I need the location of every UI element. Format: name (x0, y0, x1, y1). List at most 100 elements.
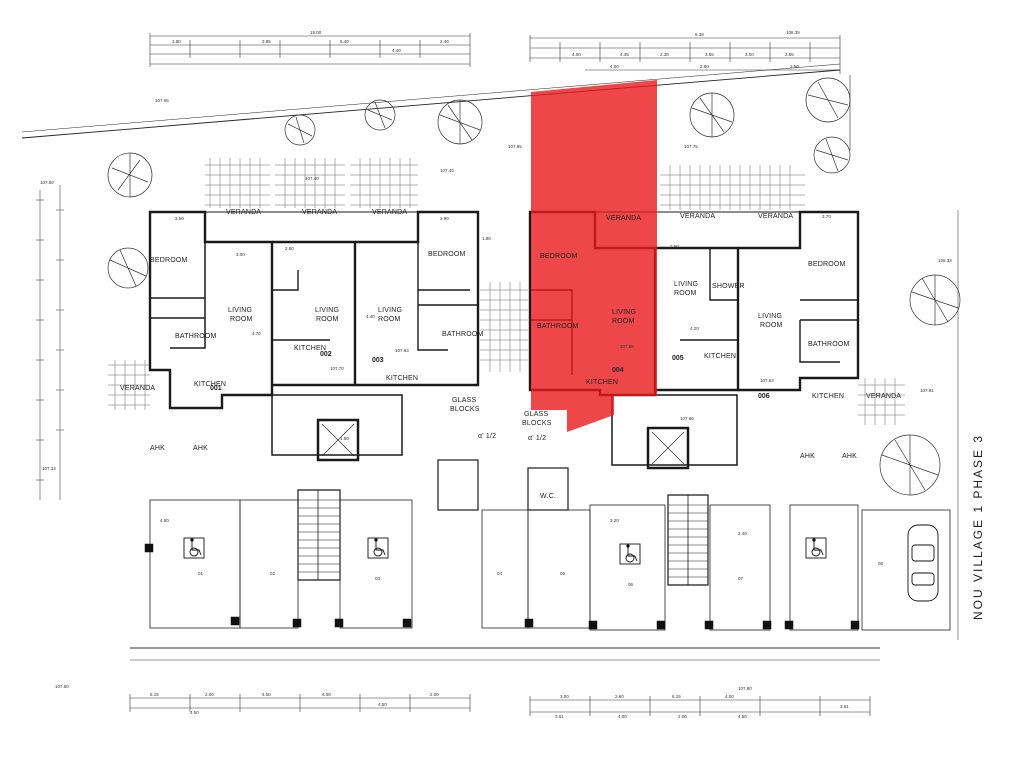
dim-top-8: 4.00 (572, 52, 581, 57)
tree-5 (284, 114, 316, 146)
dim-bottom-8: 2.60 (615, 694, 624, 699)
dim-room-7: 1.50 (340, 436, 349, 441)
level-marker-11: 107.33 (42, 466, 56, 471)
grid-e (480, 282, 528, 372)
label-ahk-3: AHK (800, 453, 815, 460)
dim-top-11: 3.65 (705, 52, 714, 57)
bottom-dimension-texts: 6.15 2.00 4.50 4.00 4.50 2.00 4.50 3.00 … (150, 692, 849, 719)
phase-title: NOU VILLAGE 1 PHASE 3 (971, 434, 985, 620)
parking-number-8: 08 (878, 561, 884, 566)
unit-number-6: 006 (758, 393, 770, 400)
level-marker-9: 107.91 (920, 388, 934, 393)
label-glass-1: GLASS (452, 397, 476, 404)
tree-1 (107, 152, 153, 198)
dim-bottom-1: 2.00 (205, 692, 214, 697)
label-bedroom-003: BEDROOM (428, 251, 466, 258)
label-kitchen-005: KITCHEN (704, 353, 736, 360)
label-room-005: ROOM (674, 290, 697, 297)
label-room-004: ROOM (612, 318, 635, 325)
label-living-005: LIVING (674, 281, 698, 288)
dim-room-11: 4.80 (160, 518, 169, 523)
label-kitchen-006: KITCHEN (812, 393, 844, 400)
dim-top-10: 2.30 (660, 52, 669, 57)
grid-a (205, 158, 270, 208)
parking-bays (144, 499, 951, 631)
level-marker-16: 107.63 (760, 378, 774, 383)
label-kitchen-001: KITCHEN (194, 381, 226, 388)
level-marker-4: 107.45 (440, 168, 454, 173)
parking-number-4: 04 (497, 571, 503, 576)
unit-number-4: 004 (612, 367, 624, 374)
dim-top-12: 3.00 (745, 52, 754, 57)
tree-8 (813, 136, 851, 174)
label-bedroom-001: BEDROOM (150, 257, 188, 264)
wheelchair-icon-2 (367, 537, 389, 559)
dim-bottom-2: 4.50 (262, 692, 271, 697)
label-living-002: LIVING (315, 307, 339, 314)
label-stair-level-2: α' 1/2 (528, 435, 546, 442)
label-stair-level-1: α' 1/2 (478, 433, 496, 440)
label-ahk-1: AHK (150, 445, 165, 452)
label-veranda-2: VERANDA (302, 209, 337, 216)
grid-d (660, 165, 805, 210)
dim-bottom-9: 6.15 (672, 694, 681, 699)
dim-bottom-13: 2.00 (678, 714, 687, 719)
label-glass-2: GLASS (524, 411, 548, 418)
building-walls (148, 210, 860, 410)
parking-numbers: 01 02 03 04 05 06 07 08 (198, 561, 884, 587)
label-room-003: ROOM (378, 316, 401, 323)
dim-top-1: 3.80 (172, 39, 181, 44)
parking-number-2: 02 (270, 571, 276, 576)
dim-room-4: 4.40 (366, 314, 375, 319)
dim-bottom-10: 4.00 (725, 694, 734, 699)
dim-top-0: 15.00 (310, 30, 322, 35)
tree-7 (805, 77, 851, 123)
dim-top-2: 3.85 (262, 39, 271, 44)
label-ahk-2: AHK (193, 445, 208, 452)
car-icon (907, 524, 939, 602)
level-marker-6: 107.66 (680, 416, 694, 421)
level-marker-3: 107.40 (305, 176, 319, 181)
label-bedroom-004: BEDROOM (540, 253, 578, 260)
label-ahk-4: AHK (842, 453, 857, 460)
label-living-001: LIVING (228, 307, 252, 314)
dim-bottom-12: 4.00 (618, 714, 627, 719)
tree-4 (364, 99, 396, 131)
dim-bottom-7: 3.00 (560, 694, 569, 699)
dim-room-0: 3.50 (175, 216, 184, 221)
wheelchair-icons (183, 537, 827, 565)
unit-numbers: 001 002 003 004 005 006 (210, 351, 770, 400)
dim-room-13: 2.40 (738, 531, 747, 536)
label-blocks-1: BLOCKS (450, 406, 480, 413)
level-marker-2: 107.50 (40, 180, 54, 185)
label-kitchen-003: KITCHEN (386, 375, 418, 382)
level-marker-7: 107.70 (330, 366, 344, 371)
dim-bottom-3: 4.00 (322, 692, 331, 697)
highlighted-unit-004[interactable] (531, 80, 657, 432)
parking-number-6: 06 (628, 582, 634, 587)
label-living-004: LIVING (612, 309, 636, 316)
unit-number-2: 002 (320, 351, 332, 358)
label-veranda-7: VERANDA (120, 385, 155, 392)
level-marker-5: 107.63 (395, 348, 409, 353)
label-bathroom-004: BATHROOM (537, 323, 579, 330)
dim-room-2: 2.80 (285, 246, 294, 251)
unit-number-5: 005 (672, 355, 684, 362)
label-veranda-1: VERANDA (226, 209, 261, 216)
dim-top-14: 4.00 (610, 64, 619, 69)
level-marker-8: 107.80 (738, 686, 752, 691)
tree-6 (689, 92, 735, 138)
grid-f (108, 360, 150, 410)
parking-number-5: 05 (560, 571, 566, 576)
wheelchair-icon-3 (619, 543, 641, 565)
label-kitchen-004: KITCHEN (586, 379, 618, 386)
label-room-001: ROOM (230, 316, 253, 323)
dim-room-12: 3.20 (610, 518, 619, 523)
label-blocks-2: BLOCKS (522, 420, 552, 427)
top-dimension-lines (149, 33, 841, 74)
label-bathroom-003: BATHROOM (442, 331, 484, 338)
tree-3 (437, 99, 483, 145)
dim-bottom-11: 3.61 (555, 714, 564, 719)
